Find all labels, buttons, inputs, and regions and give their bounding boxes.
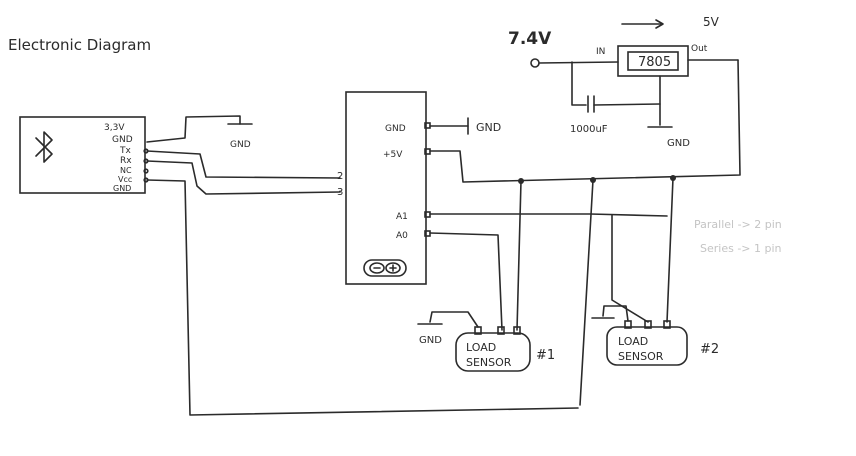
arduino-pin-label: GND (385, 124, 406, 134)
load-sensor-2 (606, 326, 688, 366)
sensor-label-line1: LOAD (466, 341, 496, 354)
infinity-logo (363, 259, 407, 277)
note-parallel: Parallel -> 2 pin (694, 218, 782, 231)
wire-a0 (429, 232, 503, 331)
pin-terminal (143, 168, 149, 174)
sensor-tag: #1 (536, 348, 555, 363)
bluetooth-pin-label: Tx (119, 146, 131, 156)
voltage-regulator (617, 45, 689, 77)
wire-tx-pin2 (146, 150, 341, 179)
regulator-out-label: Out (691, 44, 708, 54)
regulator-in-label: IN (596, 47, 605, 57)
wire-capacitor (571, 61, 587, 106)
sensor-pin (513, 326, 521, 335)
bluetooth-pin-label: Vcc (118, 175, 132, 184)
wire-a1 (429, 213, 668, 217)
arduino-pin-label: A1 (396, 212, 408, 222)
note-series: Series -> 1 pin (700, 242, 782, 255)
wire-bt-vcc (146, 179, 579, 416)
sensor-label-line1: LOAD (618, 335, 648, 348)
wire-sensor1-gnd (429, 311, 479, 328)
arduino-board (345, 91, 427, 285)
wire-vcc-drop (579, 179, 594, 406)
ground-label: GND (230, 140, 251, 150)
arduino-pin-label: 3 (337, 187, 343, 198)
sensor-pin (663, 320, 671, 329)
bluetooth-pin-label: 3,3V (104, 123, 125, 133)
pin-terminal (424, 122, 431, 129)
wire-sensor1-vcc (516, 180, 522, 331)
regulator-label: 7805 (638, 55, 671, 70)
wire-supply-in (538, 61, 619, 64)
pin-terminal (424, 148, 431, 155)
sensor-pin (644, 320, 652, 329)
arduino-pin-label: 2 (337, 171, 343, 182)
sensor-pin (497, 326, 505, 335)
sensor-label-line2: SENSOR (466, 356, 512, 369)
direction-arrow-head (655, 19, 664, 29)
bluetooth-pin-label: NC (120, 166, 132, 175)
bluetooth-pin-label: GND (113, 184, 131, 193)
wire-sensor2-gnd (602, 305, 629, 322)
wire-capacitor-gnd (593, 103, 661, 106)
input-terminal (530, 58, 540, 68)
wire-sensor2-signal (611, 214, 649, 323)
load-sensor-1 (455, 332, 531, 372)
bluetooth-module (19, 116, 146, 194)
arduino-pin-label: A0 (396, 231, 408, 241)
arduino-pin-label: +5V (383, 150, 403, 160)
wire-5v-rail (429, 59, 741, 183)
wire-sensor2-vcc (666, 177, 674, 323)
output-voltage-label: 5V (703, 15, 720, 29)
sensor-label-line2: SENSOR (618, 350, 664, 363)
supply-voltage-label: 7.4V (508, 29, 552, 49)
capacitor-label: 1000uF (570, 124, 608, 135)
pin-terminal (424, 211, 431, 218)
bluetooth-icon (35, 131, 53, 163)
ground-label: GND (476, 121, 501, 134)
bluetooth-pin-label: GND (112, 135, 133, 145)
wire-bt-gnd (146, 115, 241, 143)
diagram-title: Electronic Diagram (8, 36, 151, 54)
bluetooth-pin-labels: 3,3V GND Tx Rx NC Vcc GND (104, 123, 133, 193)
ground-label: GND (667, 138, 690, 149)
pin-terminal (424, 230, 431, 237)
bluetooth-pin-label: Rx (120, 156, 132, 166)
ground-label: GND (419, 335, 442, 346)
regulator-label-box (627, 51, 679, 71)
wire-rx-pin3 (146, 160, 341, 195)
sensor-tag: #2 (700, 342, 719, 357)
